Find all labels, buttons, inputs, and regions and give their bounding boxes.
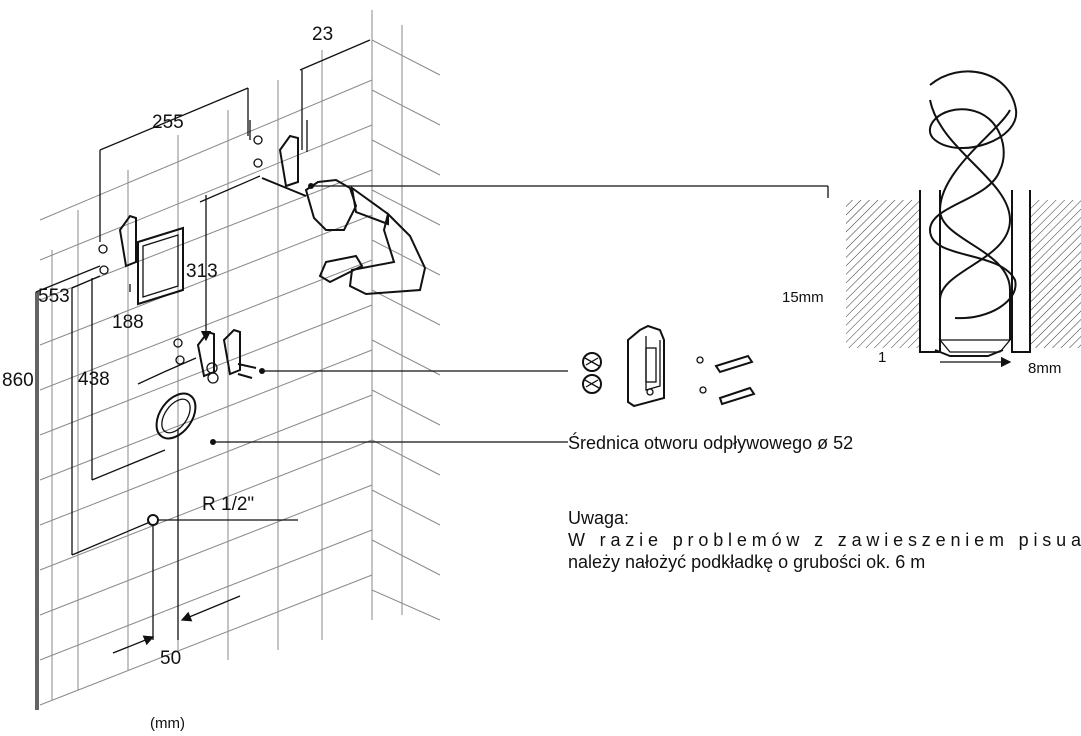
right-wall-lines: [371, 25, 441, 621]
drain-opening: [155, 392, 197, 440]
screw-icon: [696, 354, 756, 406]
dim-50: 50: [160, 648, 181, 669]
drill-bit-icon: 1: [846, 70, 1081, 368]
wall-plug-icon: [582, 352, 602, 394]
dim-188: 188: [112, 312, 144, 333]
dim-23: 23: [312, 24, 333, 45]
drill-icon: [261, 177, 427, 296]
dim-thread: R 1/2": [202, 494, 254, 515]
warning-title: Uwaga:: [568, 508, 629, 528]
notes: Średnica otworu odpływowego ø 52 Uwaga: …: [568, 432, 1081, 572]
upper-left-bracket: [98, 214, 137, 275]
dim-255: 255: [152, 112, 184, 133]
left-wall-verticals: [51, 50, 323, 700]
dim-313: 313: [186, 261, 218, 282]
middle-brackets: [173, 328, 257, 384]
bracket-icon: [627, 324, 665, 408]
leader-lines: [210, 183, 829, 445]
warning-line-2: należy nałożyć podkładkę o grubości ok. …: [568, 552, 925, 572]
dim-860: 860: [2, 370, 34, 391]
svg-text:1: 1: [878, 349, 886, 366]
parts-detail: [582, 324, 756, 408]
drain-note: Średnica otworu odpływowego ø 52: [568, 432, 853, 453]
dim-553: 553: [38, 286, 70, 307]
warning-line-1: W razie problemów z zawieszeniem pisua: [568, 530, 1081, 550]
dimension-labels: 23 255 313 553 188 860 438 R 1/2" 50 (mm…: [2, 24, 1061, 732]
depth-label: 15mm: [782, 289, 824, 306]
upper-right-bracket: [253, 134, 299, 188]
dim-438: 438: [78, 369, 110, 390]
dimension-lines: [35, 39, 371, 710]
flush-box: [137, 226, 184, 306]
water-inlet: [147, 514, 159, 526]
unit-label: (mm): [150, 715, 185, 732]
bit-diameter-label: 8mm: [1028, 360, 1061, 377]
